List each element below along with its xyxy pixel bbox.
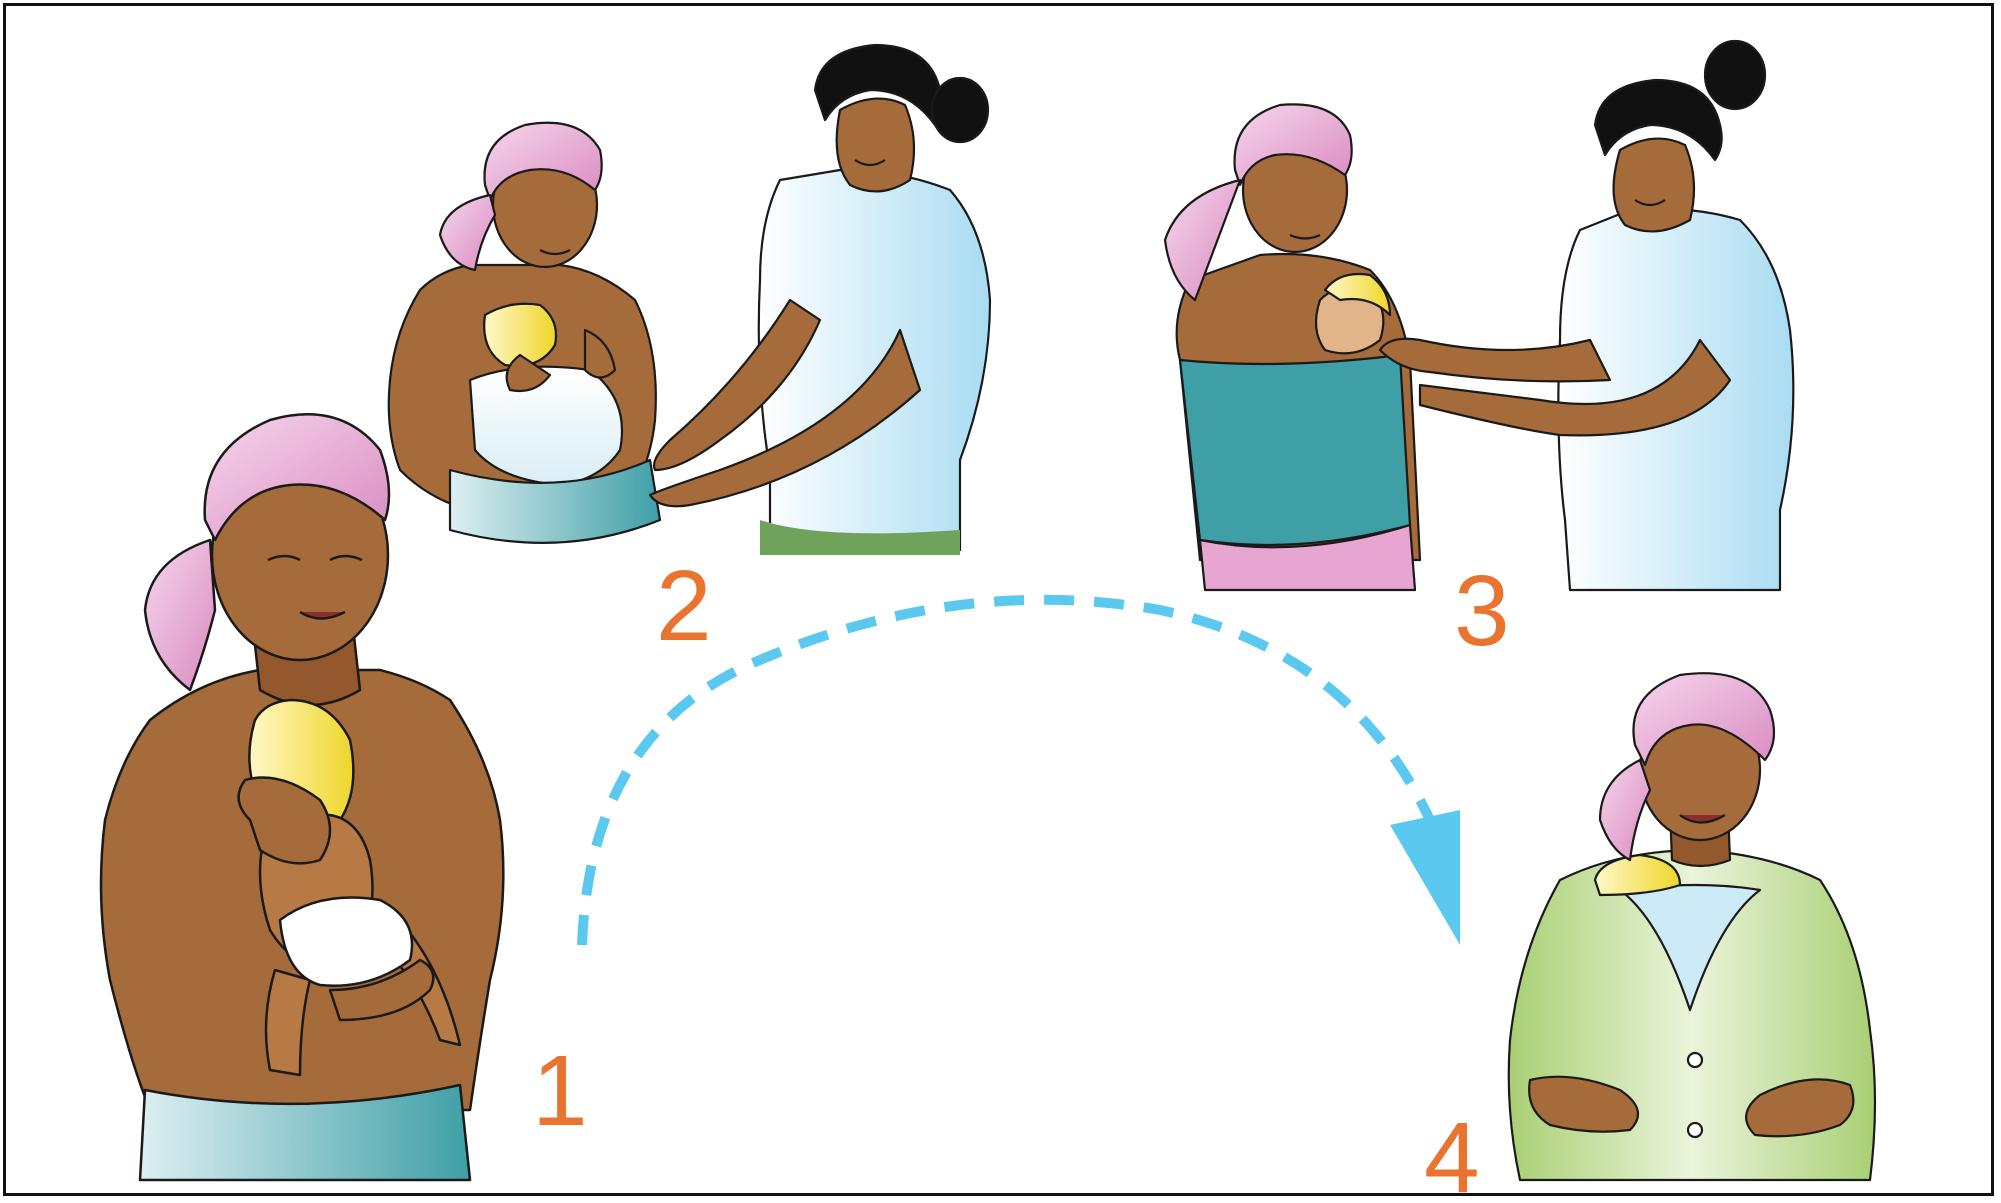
curved-dashed-arrow-icon — [582, 600, 1460, 945]
step-4-figure — [1509, 673, 1875, 1180]
step-number-4: 4 — [1424, 1102, 1480, 1203]
step-3-figure — [1165, 41, 1793, 590]
step-number-2: 2 — [656, 550, 712, 662]
step-1-figure — [101, 414, 503, 1180]
step-2-figure — [389, 45, 990, 555]
step-number-1: 1 — [532, 1035, 588, 1147]
step-number-3: 3 — [1454, 555, 1510, 667]
arrow-head — [1390, 810, 1460, 945]
